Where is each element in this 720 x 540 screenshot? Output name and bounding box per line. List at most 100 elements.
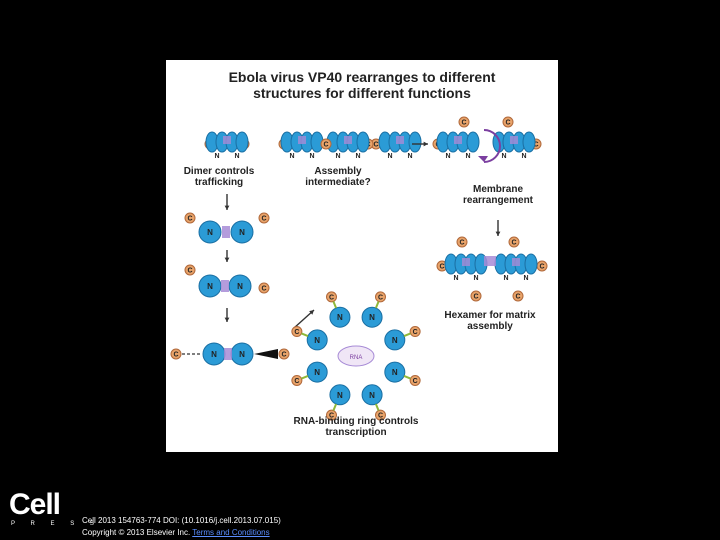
c-domain-letter: C (329, 413, 334, 420)
label-hexamer: Hexamer for matrix (444, 310, 536, 321)
label-ring: transcription (325, 427, 386, 438)
n-lobe (235, 131, 249, 153)
c-domain-ball (409, 326, 421, 338)
n-domain-letter: N (521, 153, 526, 160)
n-domain-letter: N (314, 336, 320, 345)
c-domain-letter: C (378, 294, 383, 301)
c-domain-letter: C (323, 142, 328, 149)
ring-n-domain (384, 361, 406, 383)
c-domain-letter: C (413, 329, 418, 336)
c-domain-letter: C (539, 264, 544, 271)
rna-core (337, 345, 375, 367)
dimer-interface (298, 136, 306, 144)
n-domain-letter: N (445, 153, 450, 160)
ring-linker (374, 403, 380, 411)
copyright-line: Copyright © 2013 Elsevier Inc. Terms and… (82, 527, 281, 539)
c-domain-letter: C (461, 120, 466, 127)
c-domain-letter: C (187, 268, 192, 275)
n-domain-letter: N (314, 368, 320, 377)
label-assembly: Assembly (314, 166, 362, 177)
ring-linker (301, 374, 309, 380)
n-domain-letter: N (337, 391, 343, 400)
n-domain-letter: N (337, 313, 343, 322)
c-domain-letter: C (373, 142, 378, 149)
arrow-head (495, 231, 501, 236)
arrow-head (224, 317, 230, 322)
n-domain-letter: N (465, 153, 470, 160)
label-membrane: Membrane (473, 184, 523, 195)
n-domain-letter: N (369, 391, 375, 400)
ring-n-domain (306, 329, 328, 351)
c-domain-ball (502, 116, 514, 128)
c-domain-letter: C (515, 294, 520, 301)
c-domain-ball (409, 374, 421, 386)
logo-sub: P R E S S (11, 521, 101, 527)
dimer-interface (223, 136, 231, 144)
c-domain-ball (508, 236, 520, 248)
rotation-arrow (483, 129, 501, 163)
c-domain-letter: C (294, 329, 299, 336)
n-domain-letter: N (214, 153, 219, 160)
c-domain-ball (291, 326, 303, 338)
n-domain-letter: N (501, 153, 506, 160)
figure-panel: Ebola virus VP40 rearranges to different… (166, 60, 558, 452)
c-domain-letter: C (533, 142, 538, 149)
n-domain-letter: N (523, 275, 528, 282)
n-lobe (466, 131, 480, 153)
c-domain-letter: C (459, 240, 464, 247)
n-domain-letter: N (234, 153, 239, 160)
terms-link[interactable]: Terms and Conditions (192, 528, 270, 537)
n-domain-letter: N (392, 368, 398, 377)
n-domain-letter: N (407, 153, 412, 160)
n-domain-letter: N (355, 153, 360, 160)
c-domain-letter: C (173, 352, 178, 359)
c-domain-letter: C (378, 413, 383, 420)
c-domain-letter: C (294, 378, 299, 385)
n-domain-letter: N (392, 336, 398, 345)
label-ring: RNA-binding ring controls (294, 416, 419, 427)
c-domain-ball (278, 348, 290, 360)
n-lobe (356, 131, 370, 153)
dimer-interface (222, 226, 230, 238)
n-domain-letter: N (207, 228, 213, 237)
membrane-wedge (254, 349, 278, 359)
n-domain-letter: N (239, 228, 245, 237)
label-assembly: intermediate? (305, 177, 371, 188)
arrow-to-ring (293, 309, 315, 329)
ring-n-domain (329, 306, 351, 328)
copyright-text: Copyright © 2013 Elsevier Inc. (82, 528, 191, 537)
ring-n-domain (329, 384, 351, 406)
vp40-diagram: CCNNCCCNNNNCCNNCCCCNNNNDimer controlstra… (170, 116, 548, 438)
n-domain-letter: N (211, 350, 217, 359)
logo-word: Cell (9, 488, 61, 521)
rna-label: RNA (350, 355, 363, 361)
n-domain (230, 220, 254, 244)
dimer-interface (344, 136, 352, 144)
c-domain-letter: C (439, 264, 444, 271)
cell-press-logo: Cell P R E S S (9, 488, 101, 528)
c-domain-ball (456, 236, 468, 248)
c-domain-ball (374, 409, 386, 421)
c-domain-ball (184, 212, 196, 224)
n-domain-letter: N (237, 282, 243, 291)
hexamer-interface (484, 256, 496, 266)
dimer-interface (454, 136, 462, 144)
n-lobe (408, 131, 422, 153)
arrow-head (224, 205, 230, 210)
n-domain-letter: N (387, 153, 392, 160)
n-domain-letter: N (309, 153, 314, 160)
dimer-interface (224, 348, 232, 360)
n-domain-letter: N (289, 153, 294, 160)
c-domain-ball (258, 212, 270, 224)
c-domain-letter: C (329, 294, 334, 301)
c-domain-ball (512, 290, 524, 302)
figure-title: Ebola virus VP40 rearranges to different… (166, 69, 558, 101)
c-domain-ball (470, 290, 482, 302)
ring-n-domain (361, 306, 383, 328)
n-domain (198, 220, 222, 244)
n-domain-letter: N (453, 275, 458, 282)
citation-line: Cell 2013 154763-774 DOI: (10.1016/j.cel… (82, 516, 281, 525)
c-domain-ball (170, 348, 182, 360)
label-hexamer: assembly (467, 321, 513, 332)
c-domain-ball (184, 264, 196, 276)
